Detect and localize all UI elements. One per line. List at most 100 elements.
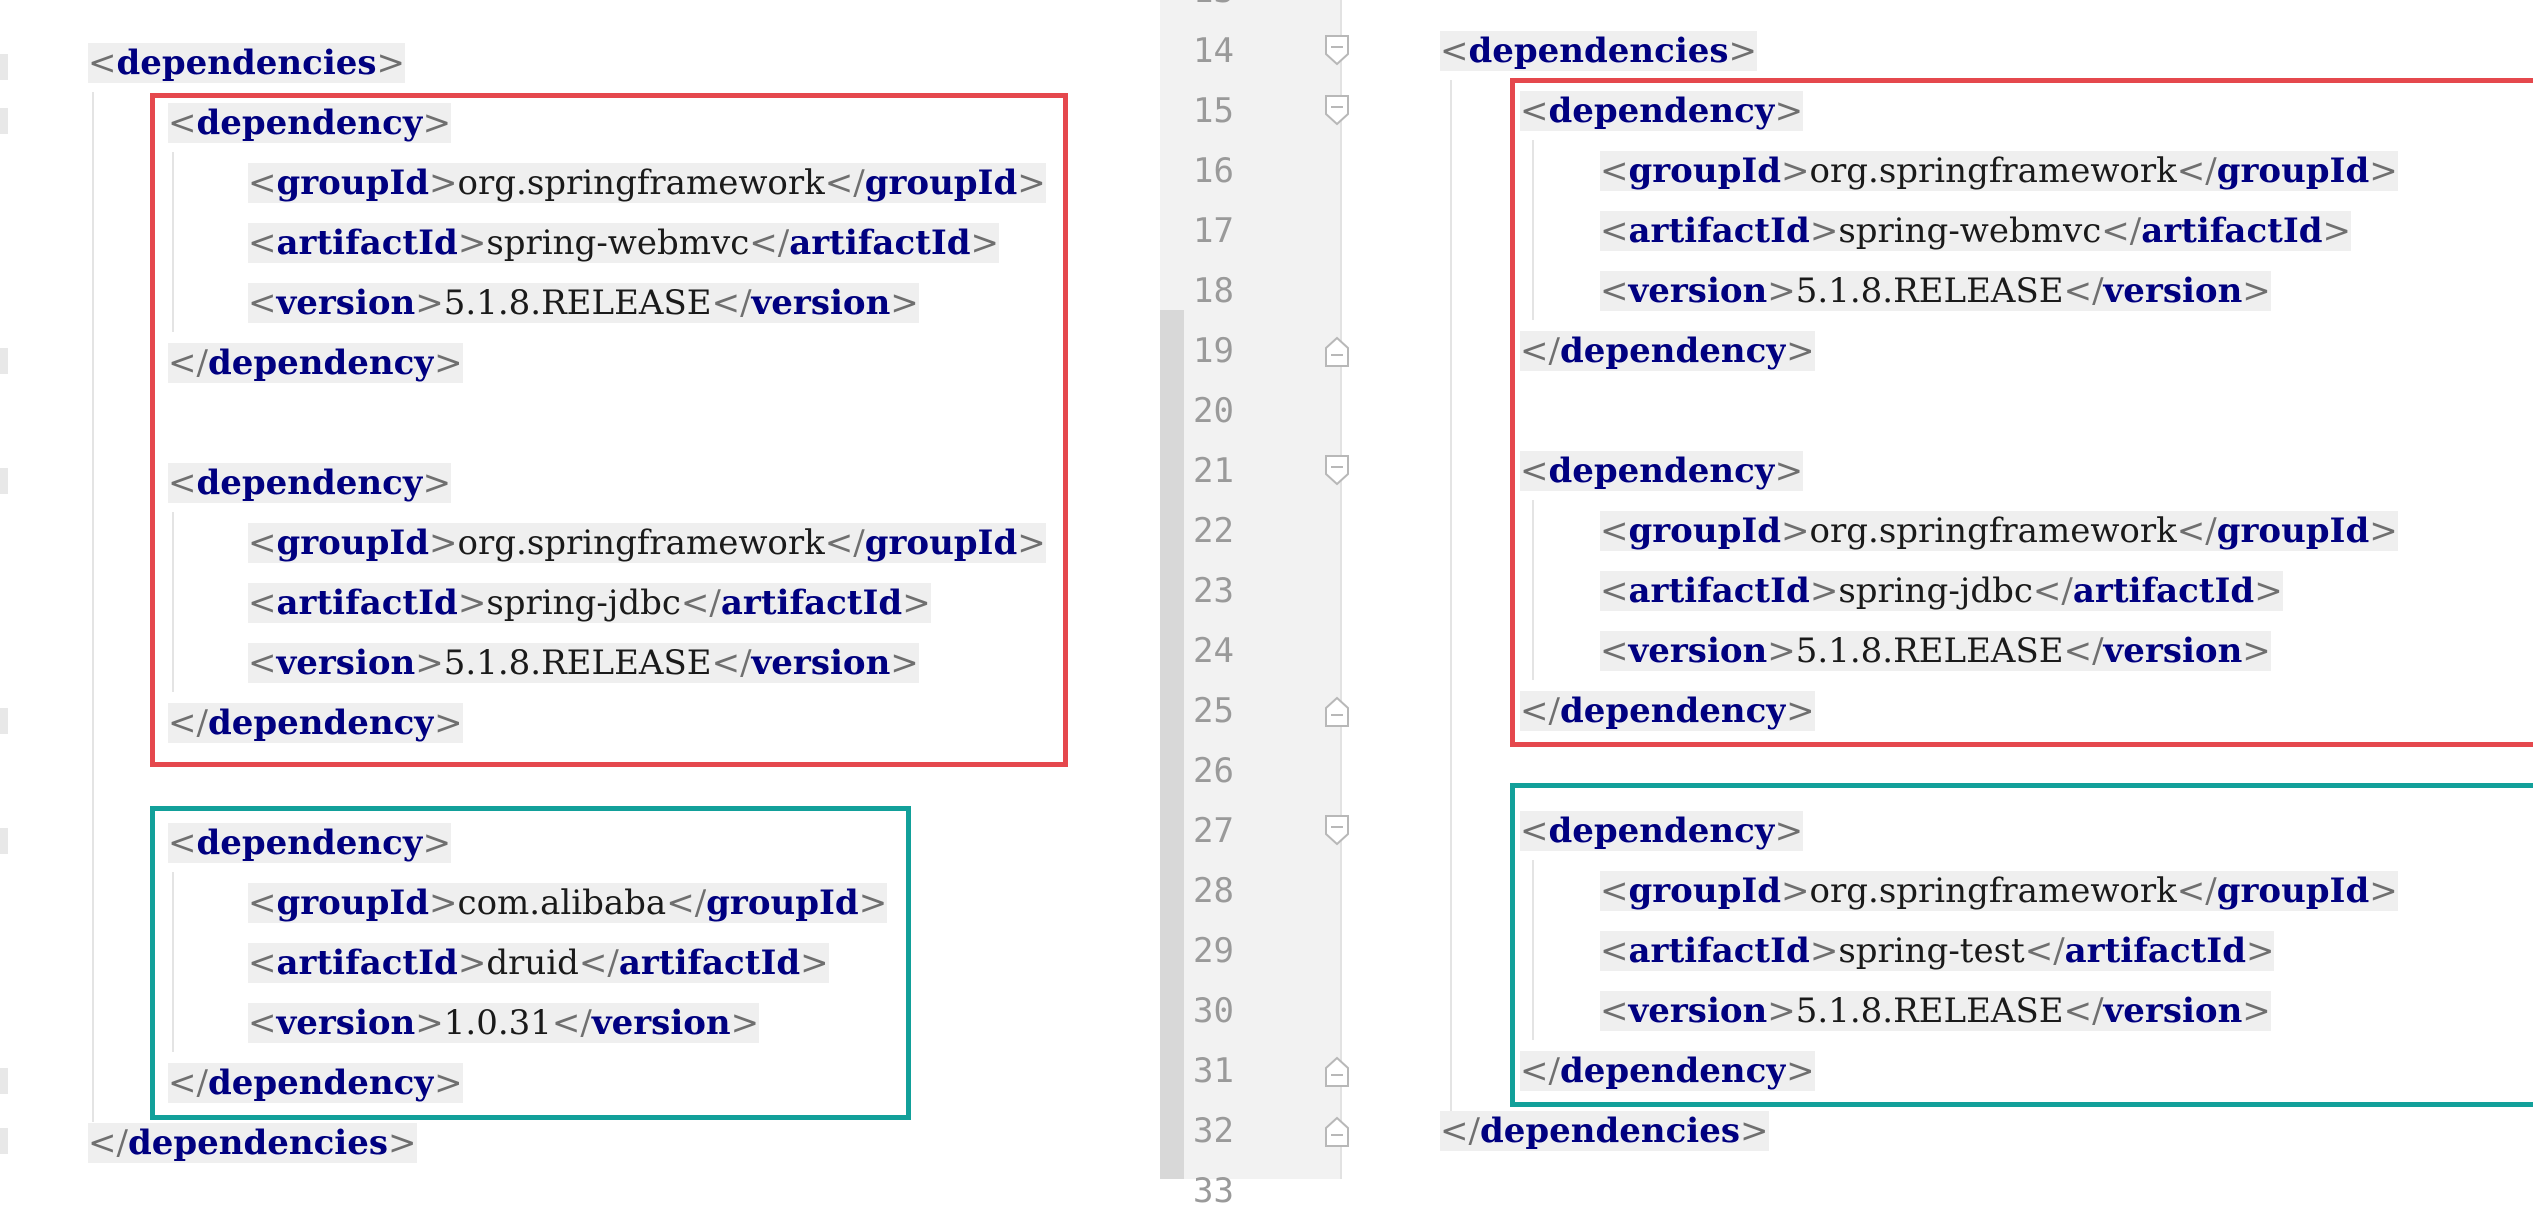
code-line[interactable]: <version>5.1.8.RELEASE</version> bbox=[1600, 261, 2271, 321]
xml-bracket: </ bbox=[711, 283, 752, 323]
line-number: 28 bbox=[1193, 871, 1234, 911]
code-line[interactable]: <dependency> bbox=[1520, 441, 1804, 501]
code-line[interactable]: <version>5.1.8.RELEASE</version> bbox=[248, 273, 919, 333]
code-line[interactable]: <groupId>org.springframework</groupId> bbox=[1600, 501, 2398, 561]
code-line[interactable]: <dependency> bbox=[1520, 801, 1804, 861]
code-line[interactable]: <groupId>org.springframework</groupId> bbox=[248, 153, 1046, 213]
fold-marker-icon[interactable] bbox=[1323, 1054, 1351, 1088]
xml-text-value: org.springframework bbox=[1809, 151, 2177, 191]
xml-bracket: > bbox=[1786, 691, 1815, 731]
code-line[interactable]: <dependency> bbox=[168, 813, 452, 873]
code-line[interactable]: <artifactId>spring-jdbc</artifactId> bbox=[1600, 561, 2283, 621]
xml-tag-name: artifactId bbox=[1628, 211, 1810, 251]
fold-marker-icon[interactable] bbox=[1323, 454, 1351, 488]
xml-text-value: 5.1.8.RELEASE bbox=[1795, 991, 2064, 1031]
line-number: 22 bbox=[1193, 511, 1234, 551]
code-line[interactable]: <artifactId>druid</artifactId> bbox=[248, 933, 829, 993]
code-line[interactable]: <dependencies> bbox=[1440, 21, 1758, 81]
xml-bracket: > bbox=[1809, 931, 1839, 971]
code-line[interactable]: <dependencies> bbox=[88, 33, 406, 93]
code-line[interactable]: <artifactId>spring-test</artifactId> bbox=[1600, 921, 2275, 981]
code-line[interactable]: </dependency> bbox=[1520, 1041, 1815, 1101]
margin-marker bbox=[0, 1068, 8, 1094]
xml-tag-name: artifactId bbox=[618, 943, 801, 983]
xml-bracket: < bbox=[1600, 871, 1629, 911]
code-line[interactable]: </dependencies> bbox=[1440, 1101, 1769, 1161]
code-line[interactable]: </dependency> bbox=[1520, 681, 1815, 741]
code-line[interactable]: <dependency> bbox=[168, 453, 452, 513]
xml-tag-name: artifactId bbox=[1628, 931, 1810, 971]
code-line[interactable]: <dependency> bbox=[168, 93, 452, 153]
xml-bracket: > bbox=[2322, 211, 2352, 251]
xml-bracket: < bbox=[88, 43, 117, 83]
xml-bracket: </ bbox=[2176, 511, 2217, 551]
code-line[interactable]: <version>1.0.31</version> bbox=[248, 993, 760, 1053]
xml-text-value: org.springframework bbox=[457, 523, 825, 563]
code-line[interactable]: <groupId>com.alibaba</groupId> bbox=[248, 873, 888, 933]
code-line[interactable]: </dependency> bbox=[168, 333, 463, 393]
teal-highlight-box bbox=[1510, 783, 2533, 1107]
xml-bracket: > bbox=[457, 583, 487, 623]
xml-bracket: > bbox=[902, 583, 931, 623]
pane-divider[interactable] bbox=[1160, 310, 1184, 1179]
code-line[interactable]: </dependency> bbox=[1520, 321, 1815, 381]
fold-marker-icon[interactable] bbox=[1323, 814, 1351, 848]
xml-bracket: < bbox=[1520, 811, 1549, 851]
fold-marker-icon[interactable] bbox=[1323, 694, 1351, 728]
margin-marker bbox=[0, 108, 8, 134]
xml-bracket: < bbox=[1440, 31, 1469, 71]
code-line[interactable]: <dependency> bbox=[1520, 81, 1804, 141]
code-line[interactable]: </dependencies> bbox=[88, 1113, 417, 1173]
xml-bracket: </ bbox=[551, 1003, 592, 1043]
fold-marker-icon[interactable] bbox=[1323, 34, 1351, 68]
code-line[interactable]: </dependency> bbox=[168, 693, 463, 753]
xml-bracket: > bbox=[1017, 523, 1046, 563]
xml-bracket: > bbox=[858, 883, 888, 923]
xml-text-value: 1.0.31 bbox=[443, 1003, 552, 1043]
xml-bracket: </ bbox=[2063, 271, 2104, 311]
xml-tag-name: dependencies bbox=[127, 1123, 388, 1163]
code-line[interactable]: <version>5.1.8.RELEASE</version> bbox=[1600, 981, 2271, 1041]
code-line[interactable]: </dependency> bbox=[168, 1053, 463, 1113]
xml-tag-name: artifactId bbox=[1628, 571, 1810, 611]
xml-bracket: > bbox=[1809, 571, 1839, 611]
code-line[interactable]: <version>5.1.8.RELEASE</version> bbox=[248, 633, 919, 693]
xml-bracket: > bbox=[422, 463, 452, 503]
xml-bracket: < bbox=[168, 823, 197, 863]
xml-bracket: < bbox=[1600, 931, 1629, 971]
code-line[interactable]: <artifactId>spring-webmvc</artifactId> bbox=[1600, 201, 2352, 261]
xml-bracket: > bbox=[1017, 163, 1046, 203]
fold-marker-icon[interactable] bbox=[1323, 94, 1351, 128]
line-number: 16 bbox=[1193, 151, 1234, 191]
xml-bracket: > bbox=[970, 223, 1000, 263]
code-line[interactable]: <groupId>org.springframework</groupId> bbox=[248, 513, 1046, 573]
code-line[interactable]: <groupId>org.springframework</groupId> bbox=[1600, 141, 2398, 201]
xml-tag-name: version bbox=[591, 1003, 731, 1043]
indent-guide bbox=[1532, 140, 1534, 320]
xml-tag-name: version bbox=[276, 1003, 416, 1043]
code-line[interactable]: <artifactId>spring-webmvc</artifactId> bbox=[248, 213, 1000, 273]
code-line[interactable]: <groupId>org.springframework</groupId> bbox=[1600, 861, 2398, 921]
fold-marker-icon[interactable] bbox=[1323, 334, 1351, 368]
xml-tag-name: version bbox=[2103, 631, 2243, 671]
xml-bracket: </ bbox=[1520, 1051, 1560, 1091]
xml-bracket: > bbox=[1767, 991, 1796, 1031]
xml-tag-name: dependency bbox=[1559, 331, 1787, 371]
xml-bracket: </ bbox=[168, 1063, 208, 1103]
fold-marker-icon[interactable] bbox=[1323, 1114, 1351, 1148]
code-line[interactable]: <artifactId>spring-jdbc</artifactId> bbox=[248, 573, 931, 633]
xml-bracket: > bbox=[890, 643, 919, 683]
xml-tag-name: dependency bbox=[1548, 811, 1775, 851]
xml-bracket: </ bbox=[2024, 931, 2065, 971]
indent-guide bbox=[1532, 500, 1534, 680]
xml-bracket: < bbox=[1520, 91, 1549, 131]
xml-bracket: > bbox=[457, 223, 487, 263]
gutter-edge bbox=[1340, 0, 1342, 1179]
red-highlight-box bbox=[1510, 78, 2533, 747]
xml-bracket: > bbox=[1767, 271, 1796, 311]
xml-tag-name: version bbox=[1628, 271, 1768, 311]
xml-bracket: > bbox=[415, 1003, 444, 1043]
xml-text-value: org.springframework bbox=[1809, 871, 2177, 911]
xml-bracket: > bbox=[434, 703, 463, 743]
code-line[interactable]: <version>5.1.8.RELEASE</version> bbox=[1600, 621, 2271, 681]
